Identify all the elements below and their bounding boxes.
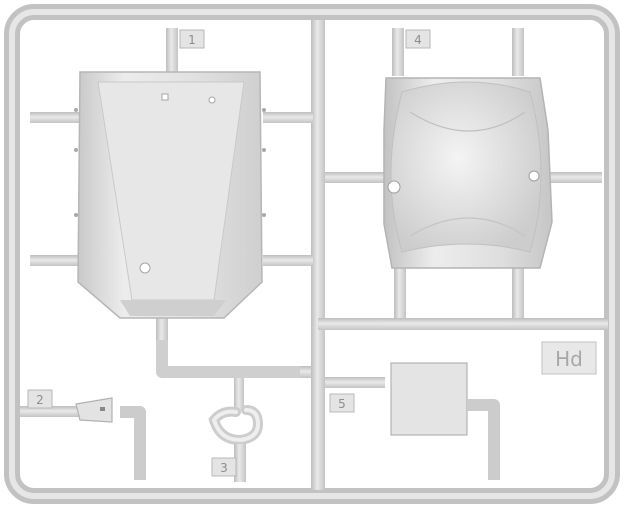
part-number-tag-2: 2 (27, 389, 53, 409)
part-1 (30, 28, 313, 352)
sprue-gate (156, 340, 300, 378)
svg-text:4: 4 (414, 33, 422, 47)
svg-text:Hd: Hd (555, 347, 583, 371)
part-3 (208, 376, 264, 482)
svg-text:3: 3 (220, 461, 228, 475)
part-number-tag-1: 1 (179, 29, 205, 49)
part-5 (390, 362, 500, 480)
svg-text:2: 2 (36, 393, 44, 407)
part-number-tag-5: 5 (329, 393, 355, 413)
svg-text:1: 1 (188, 33, 196, 47)
part-number-tag-4: 4 (405, 29, 431, 49)
sprue-frame (4, 4, 620, 504)
sprue-code-tag: Hd (541, 341, 597, 375)
part-4 (325, 28, 602, 318)
part-number-tag-3: 3 (211, 457, 237, 477)
part-2 (20, 397, 146, 480)
svg-text:5: 5 (338, 397, 346, 411)
